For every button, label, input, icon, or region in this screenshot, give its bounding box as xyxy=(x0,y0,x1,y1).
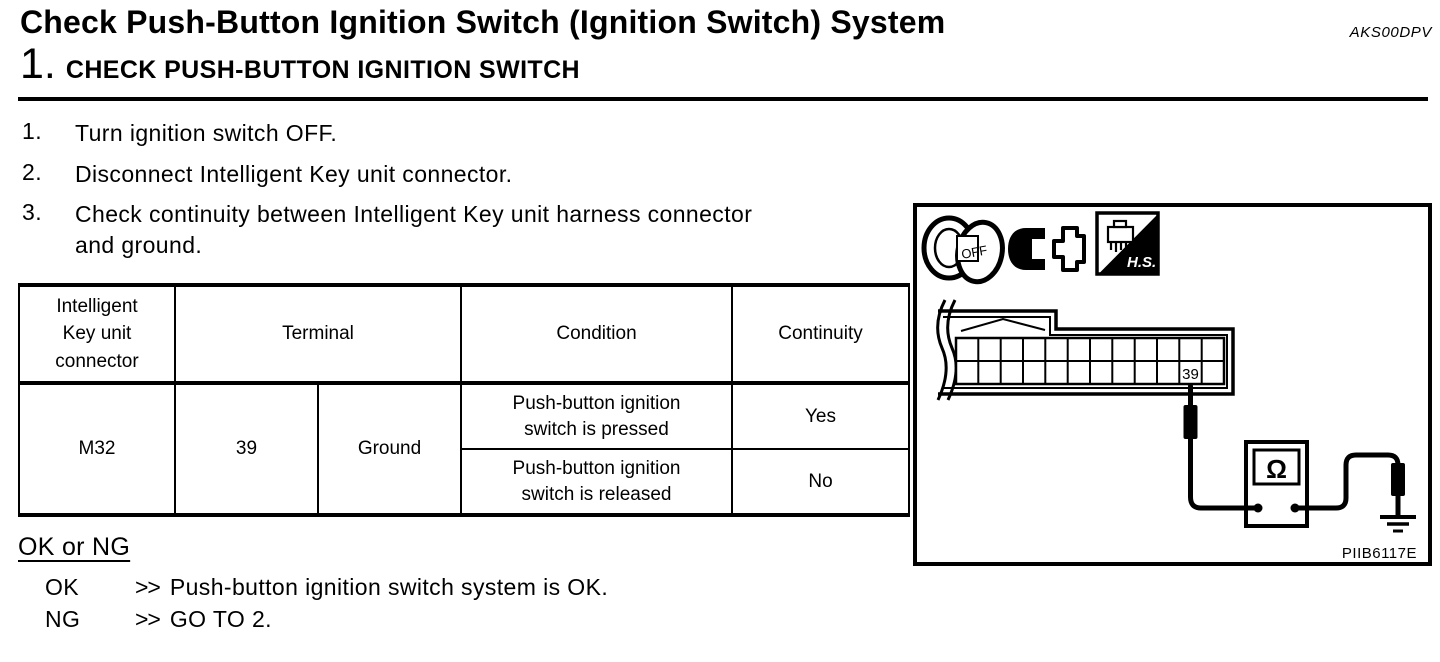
heading-divider xyxy=(18,97,1428,101)
test-diagram: OFF H.S. xyxy=(921,211,1417,562)
test-diagram-figure: OFF H.S. xyxy=(913,203,1432,566)
cell-continuity: No xyxy=(731,448,910,516)
cell-condition: Push-button ignition switch is pressed xyxy=(460,382,733,450)
meter-terminal-left xyxy=(1253,503,1263,513)
ignition-off-icon: OFF xyxy=(921,215,1005,285)
hs-icon: H.S. xyxy=(1095,211,1160,276)
step-text: Turn ignition switch OFF. xyxy=(75,120,338,146)
result-arrow-icon: >> xyxy=(135,574,161,600)
result-ng-line: NG >> GO TO 2. xyxy=(45,606,272,633)
step-heading: 1. CHECK PUSH-BUTTON IGNITION SWITCH xyxy=(20,40,580,89)
step-title: CHECK PUSH-BUTTON IGNITION SWITCH xyxy=(65,56,580,84)
table-header-row: Intelligent Key unit connector Terminal … xyxy=(18,284,910,385)
hs-label: H.S. xyxy=(1127,254,1156,271)
cell-continuity: Yes xyxy=(731,382,910,450)
probe-right xyxy=(1391,463,1405,496)
table-row: M32 39 Ground Push-button ignition switc… xyxy=(18,382,910,516)
section-code: AKS00DPV xyxy=(1349,24,1432,41)
result-ok-line: OK >> Push-button ignition switch system i… xyxy=(45,574,608,601)
cell-condition: Push-button ignition switch is released xyxy=(460,448,733,516)
connector-disconnect-icon xyxy=(1008,226,1086,272)
meter-terminal-right xyxy=(1290,503,1300,513)
result-text: Push-button ignition switch system is OK… xyxy=(169,574,609,600)
ohm-symbol: Ω xyxy=(1266,454,1287,484)
procedure-step-3: 3. Check continuity between Intelligent … xyxy=(22,199,920,261)
result-label: NG xyxy=(45,606,81,632)
procedure-step-1: 1. Turn ignition switch OFF. xyxy=(22,118,920,149)
step-marker: 1. xyxy=(22,118,42,144)
step-number: 1. xyxy=(20,40,56,88)
step-text-line1: Check continuity between Intelligent Key… xyxy=(75,201,753,227)
step-marker: 3. xyxy=(22,199,42,225)
header-continuity: Continuity xyxy=(731,284,910,385)
figure-code: PIIB6117E xyxy=(1342,545,1417,562)
header-condition: Condition xyxy=(460,284,733,385)
procedure-step-2: 2. Disconnect Intelligent Key unit conne… xyxy=(22,159,920,190)
off-label: OFF xyxy=(960,242,988,261)
result-arrow-icon: >> xyxy=(135,606,161,632)
step-marker: 2. xyxy=(22,159,42,185)
table-row: Push-button ignition switch is released … xyxy=(19,448,910,516)
page-title: Check Push-Button Ignition Switch (Ignit… xyxy=(20,4,946,40)
probe-left xyxy=(1183,405,1198,439)
ground-symbol xyxy=(1380,515,1416,533)
continuity-check-table: Intelligent Key unit connector Terminal … xyxy=(18,283,910,517)
cell-connector: M32 xyxy=(18,382,176,516)
harness-connector-drawing xyxy=(936,299,1235,401)
cell-terminal: 39 xyxy=(174,382,319,516)
step-text-line2: and ground. xyxy=(75,232,203,258)
header-connector: Intelligent Key unit connector xyxy=(18,284,176,385)
pin-number-label: 39 xyxy=(1182,366,1199,383)
step-text: Disconnect Intelligent Key unit connecto… xyxy=(75,161,513,187)
ohmmeter: Ω xyxy=(1244,440,1309,528)
header-terminal: Terminal xyxy=(174,284,462,385)
result-text: GO TO 2. xyxy=(169,606,272,632)
cell-terminal-ref: Ground xyxy=(317,382,462,516)
result-heading: OK or NG xyxy=(18,533,131,561)
test-leads xyxy=(1188,383,1401,518)
result-label: OK xyxy=(45,574,80,600)
